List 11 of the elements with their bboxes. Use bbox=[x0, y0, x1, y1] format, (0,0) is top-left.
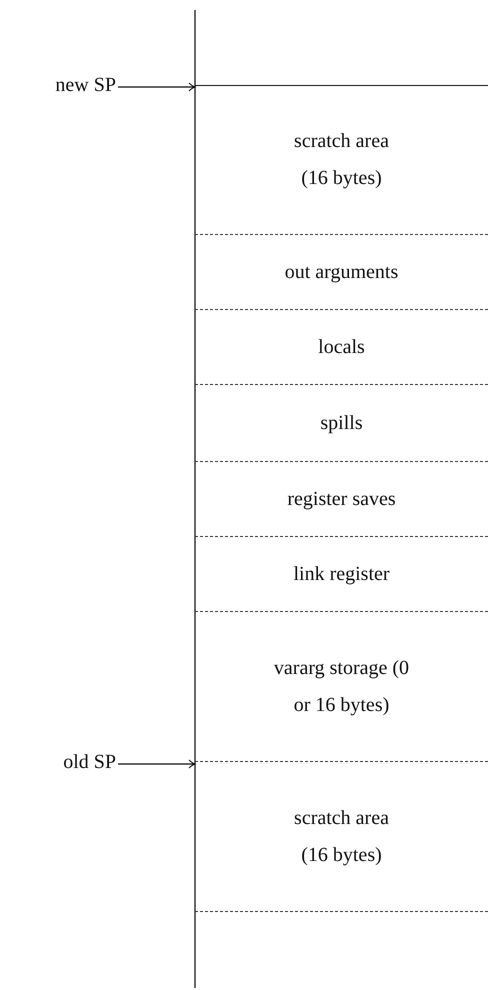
region-label: scratch area (16 bytes) bbox=[293, 129, 390, 191]
region-label: vararg storage (0 or 16 bytes) bbox=[272, 656, 410, 718]
region-label: spills bbox=[319, 410, 364, 436]
region-label: register saves bbox=[286, 486, 397, 512]
pointer-text: new SP bbox=[55, 74, 116, 96]
pointer-text: old SP bbox=[63, 750, 116, 774]
region-label: link register bbox=[292, 562, 391, 586]
stack-frame-region bbox=[195, 85, 488, 235]
region-label: scratch area (16 bytes) bbox=[293, 806, 390, 868]
region-label: out arguments bbox=[284, 260, 400, 284]
region-label: locals bbox=[317, 334, 366, 360]
